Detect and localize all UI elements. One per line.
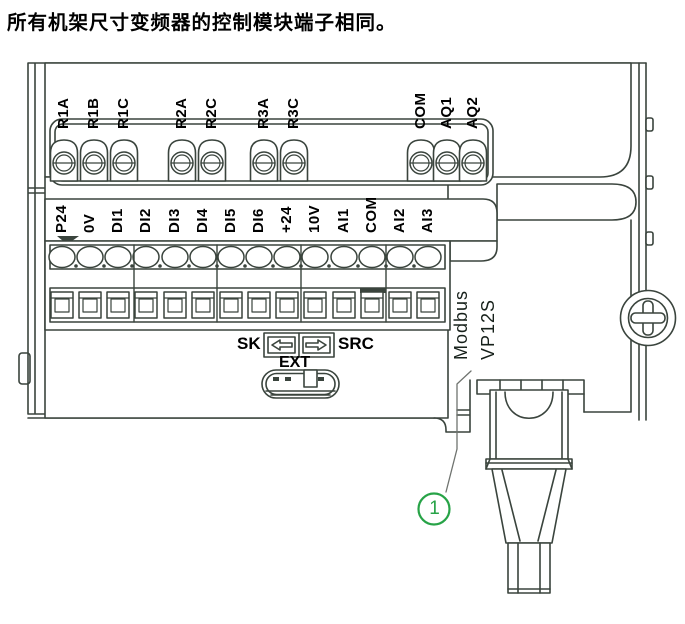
terminal-label: R1A xyxy=(55,97,72,129)
clamp-terminal xyxy=(360,291,384,319)
ext-switch xyxy=(261,369,340,399)
terminal-label: +24 xyxy=(278,206,295,233)
callout-1-number: 1 xyxy=(429,498,440,519)
wire-hole xyxy=(245,245,273,269)
callout-1-badge xyxy=(417,492,451,526)
clamp-terminal xyxy=(388,291,412,319)
row2-terminals xyxy=(48,244,442,323)
terminal-label: 10V xyxy=(306,204,323,233)
terminal-label: R3A xyxy=(255,97,272,129)
screw-terminal xyxy=(249,139,279,182)
clamp-terminal xyxy=(219,291,243,319)
terminal-label: DI4 xyxy=(194,208,211,233)
terminal-label: AQ1 xyxy=(438,96,455,129)
wire-hole xyxy=(76,245,104,269)
switch-slider xyxy=(303,369,318,388)
screw-terminal xyxy=(49,139,79,182)
screw-terminal xyxy=(109,139,139,182)
terminal-label: DI3 xyxy=(166,208,183,233)
selector-switch xyxy=(263,332,335,358)
terminal-label: COM xyxy=(363,196,380,234)
screw-terminal xyxy=(279,139,309,182)
terminal-label: R1C xyxy=(115,97,132,129)
clamp-terminal xyxy=(163,291,187,319)
terminal-label: AI3 xyxy=(419,208,436,233)
cable xyxy=(507,542,551,594)
terminal-label: R3C xyxy=(285,97,302,129)
terminal-label: R2C xyxy=(203,97,220,129)
sk-label: SK xyxy=(237,334,261,353)
clamp-terminal xyxy=(191,291,215,319)
clamp-terminal xyxy=(106,291,130,319)
terminal-label: DI6 xyxy=(250,208,267,233)
locking-knob xyxy=(619,289,677,347)
terminal-label: COM xyxy=(412,92,429,130)
terminal-mark xyxy=(360,288,386,293)
terminal-label: DI2 xyxy=(137,208,154,233)
port-label-line1: Modbus xyxy=(451,289,471,360)
wire-hole xyxy=(301,245,329,269)
clamp-terminal xyxy=(134,291,158,319)
terminal-label: P24 xyxy=(53,204,70,233)
boot xyxy=(491,468,567,544)
terminal-label: R2A xyxy=(173,97,190,129)
src-label: SRC xyxy=(338,334,374,353)
clamp-terminal xyxy=(416,291,440,319)
caption-text: 所有机架尺寸变频器的控制模块端子相同。 xyxy=(7,12,397,34)
terminal-label: AQ2 xyxy=(464,96,481,129)
wire-hole xyxy=(273,245,301,269)
screw-terminal xyxy=(406,139,436,182)
clamp-terminal xyxy=(247,291,271,319)
screw-terminal xyxy=(432,139,462,182)
strain-relief-arch xyxy=(504,391,554,419)
right-side-panel xyxy=(583,62,654,421)
wire-hole xyxy=(104,245,132,269)
arrow-right-icon xyxy=(305,339,327,351)
clamp-terminal xyxy=(332,291,356,319)
clamp-terminal xyxy=(303,291,327,319)
wire-hole xyxy=(132,245,160,269)
clamp-terminal xyxy=(50,291,74,319)
wire-hole xyxy=(217,245,245,269)
terminal-label: DI1 xyxy=(109,208,126,233)
clamp-terminal xyxy=(78,291,102,319)
strip-mark xyxy=(57,236,79,241)
ext-label: EXT xyxy=(279,354,311,371)
port-label-line2: VP12S xyxy=(478,298,498,360)
terminal-label: AI1 xyxy=(335,208,352,233)
wire-hole xyxy=(386,245,414,269)
wire-hole xyxy=(189,245,217,269)
wire-hole xyxy=(161,245,189,269)
terminal-label: DI5 xyxy=(222,208,239,233)
middle-band xyxy=(496,183,637,221)
leader-line xyxy=(445,370,472,493)
terminal-label: 0V xyxy=(81,213,98,233)
side-tab xyxy=(645,117,654,132)
screw-terminal xyxy=(458,139,488,182)
io-label-strip xyxy=(44,198,498,262)
side-tab xyxy=(645,231,654,246)
side-tab xyxy=(645,175,654,190)
clamp-terminal xyxy=(275,291,299,319)
terminal-label: R1B xyxy=(85,97,102,129)
screw-terminal xyxy=(79,139,109,182)
terminal-label: AI2 xyxy=(391,208,408,233)
wire-hole xyxy=(414,245,442,269)
screw-terminal xyxy=(167,139,197,182)
wire-hole xyxy=(48,245,76,269)
rj45-plug xyxy=(485,389,573,594)
screw-terminal xyxy=(197,139,227,182)
wire-hole xyxy=(330,245,358,269)
row1-terminals xyxy=(49,139,488,182)
wire-hole xyxy=(358,245,386,269)
arrow-left-icon xyxy=(271,339,293,351)
